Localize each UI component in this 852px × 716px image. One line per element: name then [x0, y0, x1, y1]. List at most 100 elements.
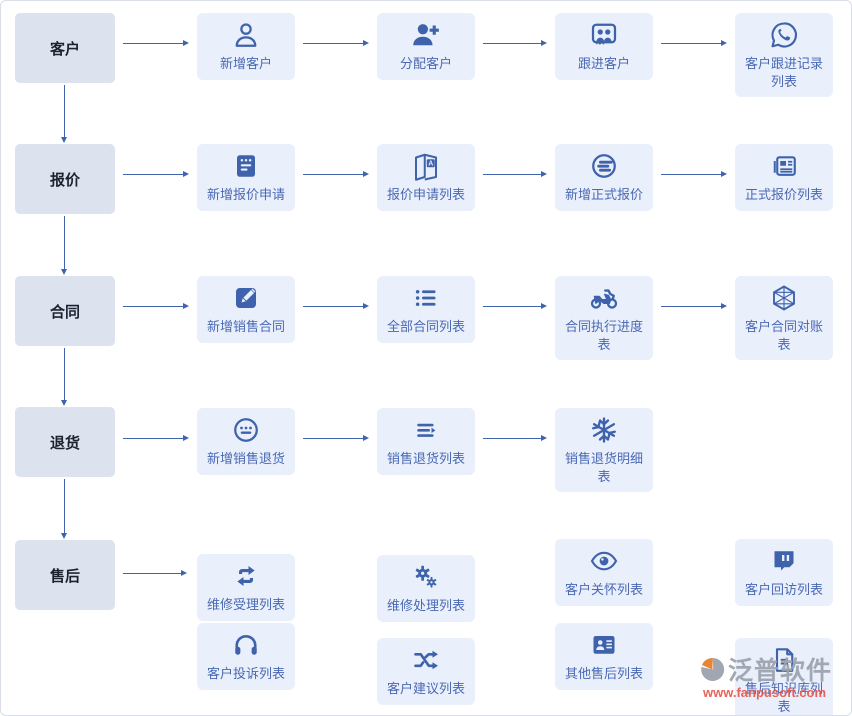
people-board-icon: [589, 20, 619, 50]
shuffle-icon: [411, 645, 441, 675]
node-contract-statement[interactable]: 客户合同对账表: [735, 276, 833, 361]
node-label: 正式报价列表: [744, 187, 823, 202]
eye-icon: [589, 546, 619, 576]
node-label: 新增客户: [219, 56, 272, 71]
node-label: 新增报价申请: [206, 187, 285, 202]
node-label: 维修处理列表: [386, 598, 465, 613]
category-customer[interactable]: 客户: [15, 13, 115, 83]
node-label: 售后知识库列表: [744, 681, 823, 714]
translate-book-icon: [411, 151, 441, 181]
category-return[interactable]: 退货: [15, 407, 115, 477]
arrow-down: [60, 85, 67, 143]
node-add-sales-return[interactable]: 新增销售退货: [197, 408, 295, 475]
arrow-right: [123, 39, 189, 46]
node-label: 客户建议列表: [386, 681, 465, 696]
node-aftersales-kb-list[interactable]: 售后知识库列表: [735, 638, 833, 715]
hexagon-grid-icon: [769, 283, 799, 313]
node-label: 新增销售合同: [206, 319, 285, 334]
node-all-contract-list[interactable]: 全部合同列表: [377, 276, 475, 343]
motorcycle-icon: [589, 283, 619, 313]
arrow-right: [123, 434, 189, 441]
node-other-aftersales-list[interactable]: 其他售后列表: [555, 623, 653, 690]
node-add-formal-quote[interactable]: 新增正式报价: [555, 144, 653, 211]
category-label: 退货: [49, 434, 80, 452]
category-quote[interactable]: 报价: [15, 144, 115, 214]
comment-dots-circle-icon: [231, 415, 261, 445]
arrow-right: [303, 434, 369, 441]
category-contract[interactable]: 合同: [15, 276, 115, 346]
node-follow-record-list[interactable]: 客户跟进记录列表: [735, 13, 833, 98]
node-label: 其他售后列表: [564, 666, 643, 681]
category-label: 合同: [49, 303, 80, 321]
arrow-right: [123, 302, 189, 309]
arrow-right: [661, 170, 727, 177]
category-label: 售后: [49, 567, 80, 585]
edit-square-icon: [231, 283, 261, 313]
headphones-icon: [231, 630, 261, 660]
arrow-right: [303, 170, 369, 177]
node-label: 跟进客户: [577, 56, 630, 71]
arrow-right: [303, 39, 369, 46]
node-follow-customer[interactable]: 跟进客户: [555, 13, 653, 80]
node-assign-customer[interactable]: 分配客户: [377, 13, 475, 80]
phone-circle-icon: [769, 20, 799, 50]
arrow-right: [123, 170, 189, 177]
gears-icon: [411, 562, 441, 592]
node-add-customer[interactable]: 新增客户: [197, 13, 295, 80]
arrow-right: [123, 569, 187, 576]
node-formal-quote-list[interactable]: 正式报价列表: [735, 144, 833, 211]
fanpu-logo-icon: [699, 656, 726, 683]
chat-window-icon: [769, 546, 799, 576]
node-add-quote-request[interactable]: 新增报价申请: [197, 144, 295, 211]
arrow-right: [303, 302, 369, 309]
memo-icon: [231, 151, 261, 181]
list-icon: [411, 283, 441, 313]
snowflake-icon: [589, 415, 619, 445]
arrow-down: [60, 479, 67, 539]
node-label: 合同执行进度表: [564, 319, 643, 352]
coins-circle-icon: [589, 151, 619, 181]
document-icon: [769, 645, 799, 675]
node-label: 新增销售退货: [206, 451, 285, 466]
node-label: 报价申请列表: [386, 187, 465, 202]
node-label: 客户合同对账表: [744, 319, 823, 352]
node-label: 新增正式报价: [564, 187, 643, 202]
node-quote-request-list[interactable]: 报价申请列表: [377, 144, 475, 211]
newspaper-icon: [769, 151, 799, 181]
node-customer-complaint-list[interactable]: 客户投诉列表: [197, 623, 295, 690]
node-customer-suggestion-list[interactable]: 客户建议列表: [377, 638, 475, 705]
node-label: 销售退货列表: [386, 451, 465, 466]
node-label: 销售退货明细表: [564, 451, 643, 484]
node-label: 分配客户: [399, 56, 452, 71]
lines-arrow-icon: [411, 415, 441, 445]
arrow-right: [483, 434, 547, 441]
arrow-down: [60, 216, 67, 275]
node-label: 客户跟进记录列表: [744, 56, 823, 89]
arrow-down: [60, 348, 67, 406]
node-repair-handle-list[interactable]: 维修处理列表: [377, 555, 475, 622]
node-repair-accept-list[interactable]: 维修受理列表: [197, 554, 295, 621]
node-label: 维修受理列表: [206, 597, 285, 612]
arrow-right: [661, 39, 727, 46]
node-label: 全部合同列表: [386, 319, 465, 334]
category-label: 报价: [49, 171, 80, 189]
id-card-icon: [589, 630, 619, 660]
category-aftersales[interactable]: 售后: [15, 540, 115, 610]
node-label: 客户投诉列表: [206, 666, 285, 681]
node-customer-revisit-list[interactable]: 客户回访列表: [735, 539, 833, 606]
repeat-icon: [231, 561, 261, 591]
category-label: 客户: [49, 40, 80, 58]
node-sales-return-list[interactable]: 销售退货列表: [377, 408, 475, 475]
node-contract-progress[interactable]: 合同执行进度表: [555, 276, 653, 361]
user-plus-icon: [411, 20, 441, 50]
arrow-right: [661, 302, 727, 309]
user-icon: [231, 20, 261, 50]
arrow-right: [483, 302, 547, 309]
node-label: 客户回访列表: [744, 582, 823, 597]
node-customer-care-list[interactable]: 客户关怀列表: [555, 539, 653, 606]
arrow-right: [483, 39, 547, 46]
node-add-sales-contract[interactable]: 新增销售合同: [197, 276, 295, 343]
node-sales-return-detail[interactable]: 销售退货明细表: [555, 408, 653, 493]
arrow-right: [483, 170, 547, 177]
